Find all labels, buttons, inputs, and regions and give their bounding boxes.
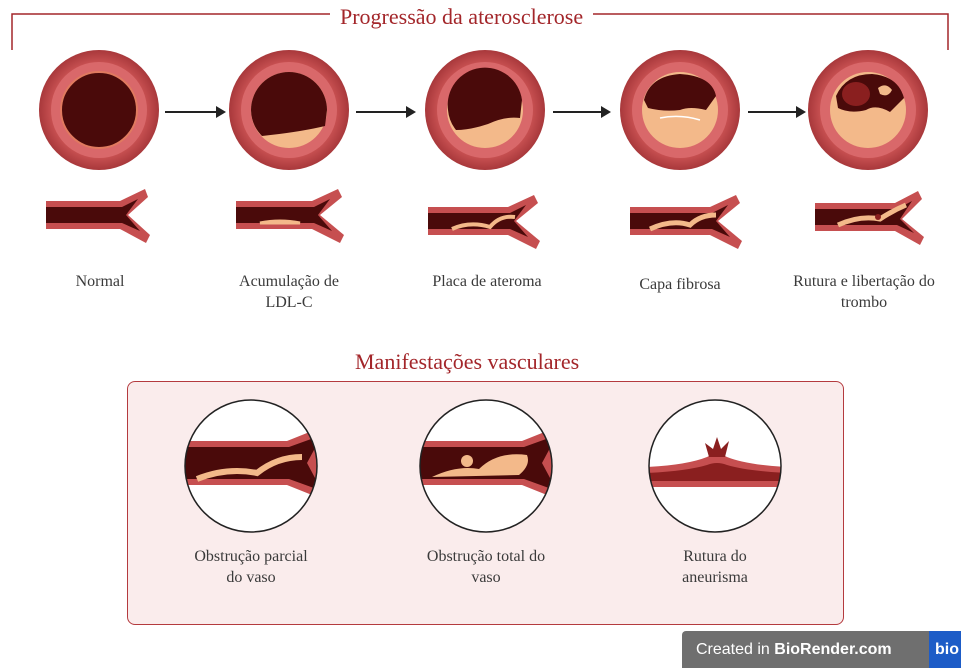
vessel-plaque xyxy=(428,195,540,249)
manifestation-label-total: Obstrução total do vaso xyxy=(386,546,586,588)
badge-brand: BioRender.com xyxy=(774,641,891,658)
stage-label-plaque: Placa de ateroma xyxy=(387,271,587,292)
vessel-rupture xyxy=(815,191,924,245)
biorender-badge[interactable]: Created in BioRender.com bio xyxy=(682,631,961,668)
badge-prefix: Created in xyxy=(696,641,774,658)
manifestation-label-partial: Obstrução parcial do vaso xyxy=(151,546,351,588)
stage-label-normal: Normal xyxy=(0,271,200,292)
stage-label-ldl: Acumulação de LDL-C xyxy=(189,271,389,313)
manifestations-title: Manifestações vasculares xyxy=(345,349,589,375)
longitudinal-row xyxy=(0,185,961,255)
aneurysm-rupture-illustration xyxy=(647,400,787,532)
total-obstruction-illustration xyxy=(412,400,562,532)
cross-section-normal xyxy=(39,50,159,170)
vessel-normal xyxy=(46,189,150,243)
partial-obstruction-illustration xyxy=(177,400,327,532)
cross-section-ldl xyxy=(229,50,349,170)
cross-section-plaque xyxy=(425,50,545,170)
cross-section-rupture xyxy=(808,50,928,170)
cross-section-fibrous-cap xyxy=(620,50,740,170)
cross-section-row xyxy=(0,40,961,190)
vessel-ldl xyxy=(236,189,344,243)
biorender-logo-icon: bio xyxy=(929,631,961,668)
progression-title: Progressão da aterosclerose xyxy=(330,4,593,30)
stage-label-rupture: Rutura e libertação do trombo xyxy=(767,271,961,313)
manifestation-circles xyxy=(127,381,842,541)
vessel-fibrous-cap xyxy=(630,195,742,249)
manifestation-label-aneurysm: Rutura do aneurisma xyxy=(615,546,815,588)
stage-label-fibrous-cap: Capa fibrosa xyxy=(580,274,780,295)
